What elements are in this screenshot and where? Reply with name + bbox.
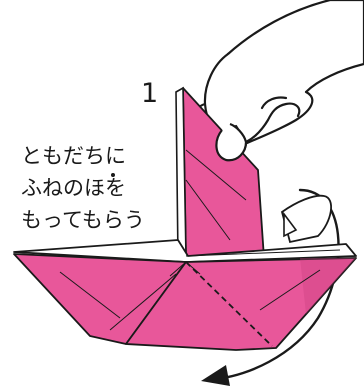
instruction-line: ともだちに bbox=[21, 144, 126, 168]
back-flap-right bbox=[280, 194, 332, 244]
instruction-text: ともだちに ふねのほを もってもらう bbox=[21, 140, 171, 236]
finger-over-sail bbox=[215, 122, 248, 162]
instruction-line: もってもらう bbox=[21, 208, 145, 232]
boat-hull bbox=[13, 253, 357, 351]
text-dot-mark bbox=[111, 173, 115, 177]
step-number: 1 bbox=[141, 78, 159, 109]
instruction-line: ふねのほを bbox=[21, 176, 126, 200]
